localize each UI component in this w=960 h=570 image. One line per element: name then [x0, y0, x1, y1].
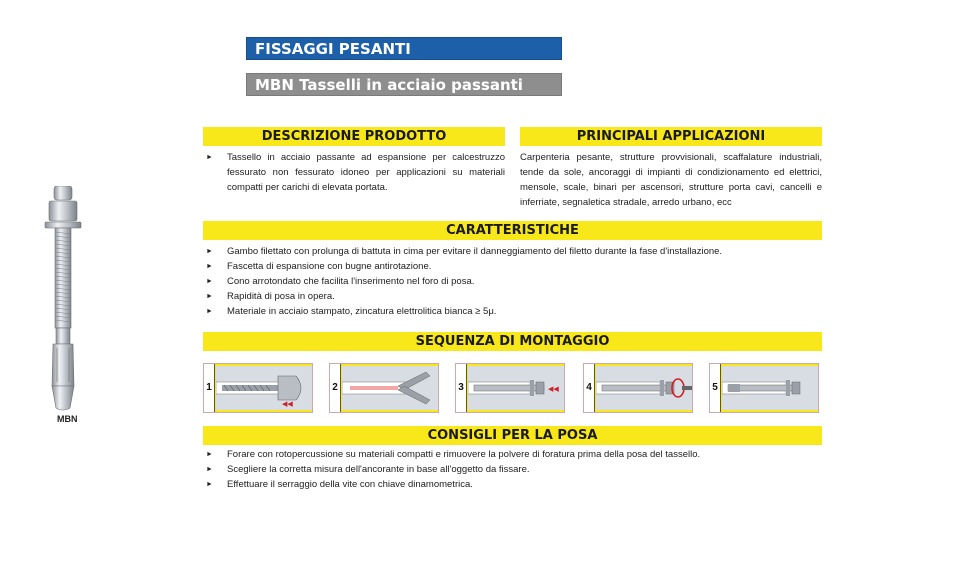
- list-item: ►Cono arrotondato che facilita l'inserim…: [206, 276, 475, 287]
- category-title-bar: FISSAGGI PESANTI: [246, 37, 562, 60]
- montaggio-step-2: 2: [329, 363, 439, 413]
- bullet-arrow-icon: ►: [206, 293, 213, 300]
- list-item: ►Effettuare il serraggio della vite con …: [206, 479, 473, 490]
- list-item: ►Materiale in acciaio stampato, zincatur…: [206, 306, 497, 317]
- category-title: FISSAGGI PESANTI: [255, 40, 411, 58]
- step-number: 5: [710, 364, 721, 412]
- step-number: 4: [584, 364, 595, 412]
- step-number: 1: [204, 364, 215, 412]
- bullet-arrow-icon: ►: [206, 451, 213, 458]
- consigli-list: ►Forare con rotopercussione su materiali…: [203, 447, 822, 492]
- montaggio-header: SEQUENZA DI MONTAGGIO: [203, 332, 822, 351]
- svg-text:◀◀: ◀◀: [548, 385, 559, 393]
- applicazioni-header: PRINCIPALI APPLICAZIONI: [520, 127, 822, 146]
- list-item: ►Scegliere la corretta misura dell'ancor…: [206, 464, 530, 475]
- caratteristiche-header: CARATTERISTICHE: [203, 221, 822, 240]
- montaggio-step-5: 5: [709, 363, 819, 413]
- tighten-step-icon: [596, 366, 692, 410]
- blow-out-step-icon: [342, 366, 438, 410]
- bullet-arrow-icon: ►: [206, 248, 213, 255]
- bullet-arrow-icon: ►: [206, 263, 213, 270]
- svg-text:◀◀: ◀◀: [282, 400, 293, 408]
- installed-step-icon: [722, 366, 818, 410]
- list-item: ►Fascetta di espansione con bugne antiro…: [206, 261, 432, 272]
- montaggio-step-4: 4: [583, 363, 693, 413]
- product-title: MBN Tasselli in acciaio passanti: [255, 76, 523, 94]
- descrizione-list: ► Tassello in acciaio passante ad espans…: [203, 150, 505, 195]
- bullet-arrow-icon: ►: [206, 154, 213, 161]
- bullet-arrow-icon: ►: [206, 466, 213, 473]
- list-item: ► Tassello in acciaio passante ad espans…: [206, 152, 505, 193]
- list-item: ►Gambo filettato con prolunga di battuta…: [206, 246, 723, 257]
- bullet-arrow-icon: ►: [206, 278, 213, 285]
- descrizione-header: DESCRIZIONE PRODOTTO: [203, 127, 505, 146]
- consigli-header: CONSIGLI PER LA POSA: [203, 426, 822, 445]
- anchor-bolt-icon: [44, 186, 82, 411]
- step-number: 3: [456, 364, 467, 412]
- caratteristiche-list: ►Gambo filettato con prolunga di battuta…: [203, 244, 822, 319]
- bullet-arrow-icon: ►: [206, 481, 213, 488]
- montaggio-step-3: 3 ◀◀: [455, 363, 565, 413]
- product-image-label: MBN: [57, 414, 78, 424]
- bullet-arrow-icon: ►: [206, 308, 213, 315]
- drill-step-icon: ◀◀: [216, 366, 312, 410]
- list-item: ►Forare con rotopercussione su materiali…: [206, 449, 701, 460]
- montaggio-step-1: 1 ◀◀: [203, 363, 313, 413]
- applicazioni-text: Carpenteria pesante, strutture provvisio…: [520, 152, 822, 208]
- step-number: 2: [330, 364, 341, 412]
- list-item: ►Rapidità di posa in opera.: [206, 291, 335, 302]
- insert-step-icon: ◀◀: [468, 366, 564, 410]
- product-title-bar: MBN Tasselli in acciaio passanti: [246, 73, 562, 96]
